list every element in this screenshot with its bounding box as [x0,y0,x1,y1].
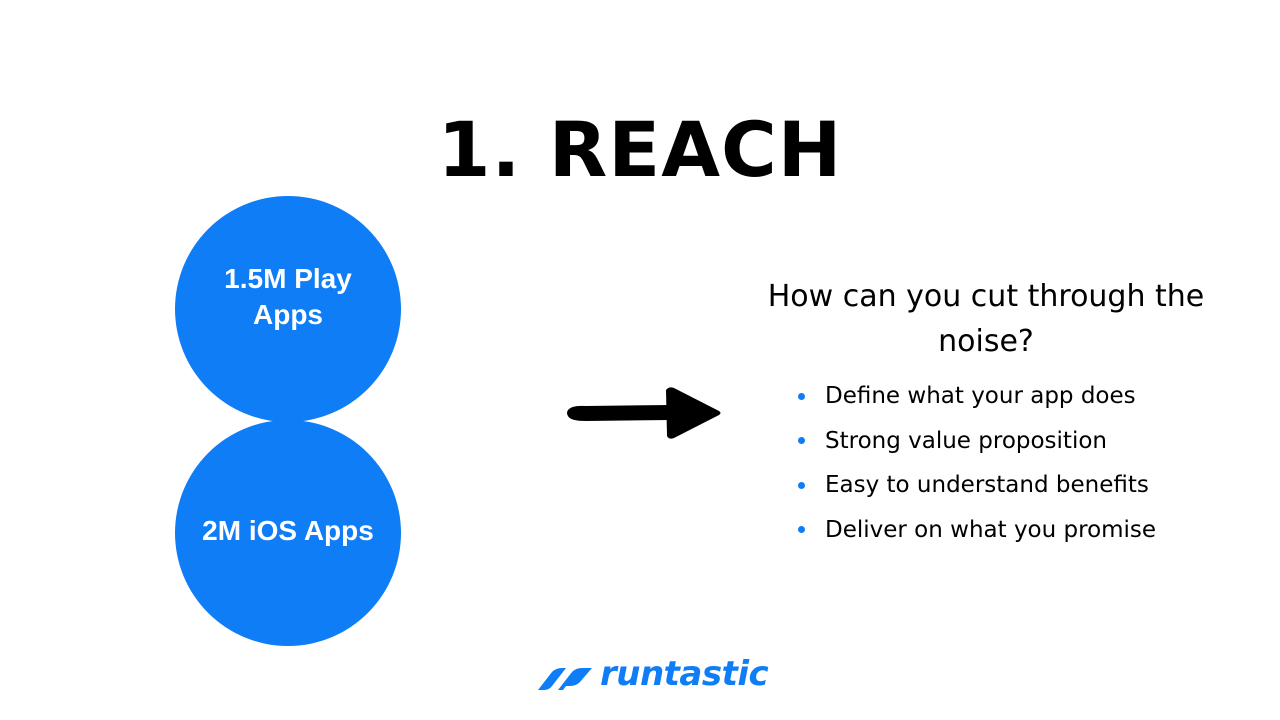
bullet-text: Define what your app does [825,383,1136,410]
bullet-dot-icon [798,481,805,489]
bullet-text: Easy to understand benefits [825,472,1149,499]
bullet-item: Strong value proposition [795,419,1156,464]
runtastic-logo-icon [538,668,592,690]
circle-play-apps-label: 1.5M Play Apps [224,263,352,330]
logo-text: runtastic [600,654,769,694]
circle-ios-apps-label: 2M iOS Apps [202,515,374,546]
bullet-item: Define what your app does [795,374,1156,419]
runtastic-logo: runtastic [536,652,769,696]
bullet-dot-icon [798,526,805,534]
question-heading: How can you cut through the noise? [767,279,1205,359]
bullet-text: Deliver on what you promise [825,516,1157,543]
bullet-item: Easy to understand benefits [795,463,1156,508]
slide-title: 1. REACH [437,105,843,194]
circle-play-apps: 1.5M Play Apps [175,196,401,422]
bullet-text: Strong value proposition [825,427,1107,454]
bullet-list: Define what your app does Strong value p… [795,374,1156,552]
bullet-dot-icon [798,392,805,400]
circle-ios-apps: 2M iOS Apps [175,420,401,646]
bullet-dot-icon [798,437,805,445]
right-arrow-icon [567,387,721,439]
bullet-item: Deliver on what you promise [795,508,1156,553]
